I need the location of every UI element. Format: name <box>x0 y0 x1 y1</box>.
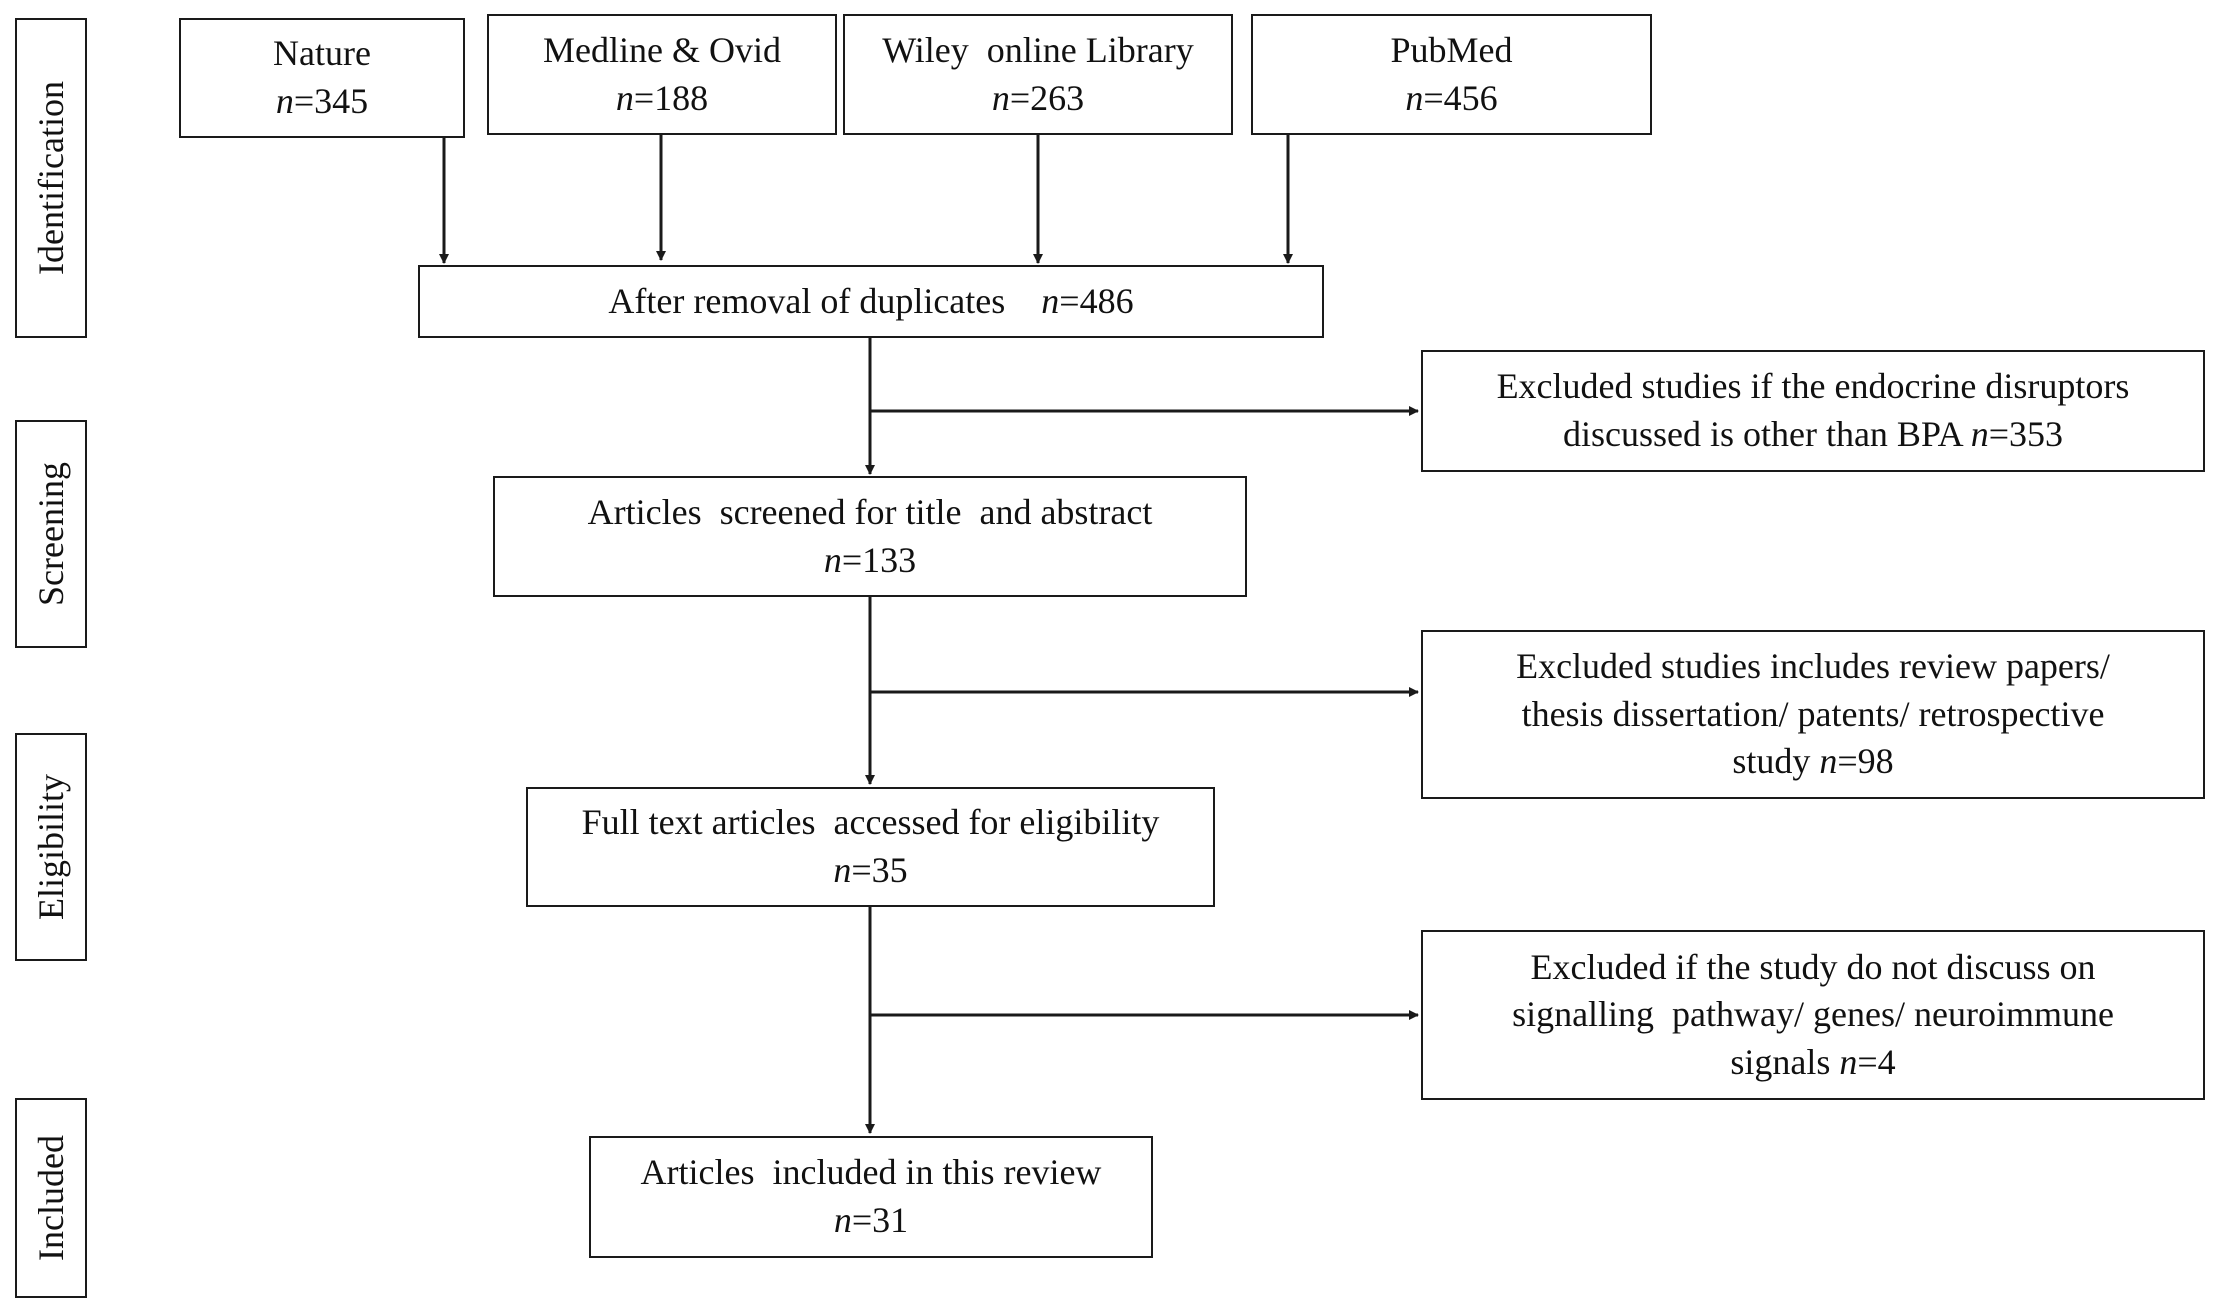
excluded-1-line2: discussed is other than BPA n=353 <box>1562 414 2063 454</box>
source-name: Nature <box>273 33 371 74</box>
excluded-2-line2: thesis dissertation/ patents/ retrospect… <box>1521 693 2105 734</box>
duplicates-text: After removal of duplicates n=486 <box>608 280 1134 321</box>
included-count: n=31 <box>833 1200 909 1240</box>
stage-screening-label: Screening <box>31 462 72 606</box>
source-wiley-box: Wiley online Library n=263 <box>843 14 1233 135</box>
source-name: Wiley online Library <box>882 29 1194 70</box>
source-medline-box: Medline & Ovid n=188 <box>487 14 837 135</box>
eligibility-box: Full text articles accessed for eligibil… <box>526 787 1215 907</box>
source-count: n=188 <box>615 77 709 118</box>
excluded-box-1: Excluded studies if the endocrine disrup… <box>1421 350 2205 472</box>
stage-included-label: Included <box>31 1135 72 1261</box>
stage-screening: Screening <box>15 420 87 648</box>
source-name: PubMed <box>1390 29 1513 70</box>
screened-count: n=133 <box>823 539 917 580</box>
source-name: Medline & Ovid <box>543 29 781 70</box>
eligibility-count: n=35 <box>833 850 908 890</box>
included-text: Articles included in this review <box>640 1152 1102 1193</box>
excluded-box-2: Excluded studies includes review papers/… <box>1421 630 2205 799</box>
excluded-2-line3: study n=98 <box>1732 741 1894 782</box>
excluded-2-line1: Excluded studies includes review papers/ <box>1516 646 2110 687</box>
excluded-3-line1: Excluded if the study do not discuss on <box>1530 946 2096 987</box>
stage-eligibility-label: Eligibility <box>31 773 72 921</box>
excluded-3-line3: signals n=4 <box>1730 1041 1896 1082</box>
source-pubmed-box: PubMed n=456 <box>1251 14 1652 135</box>
included-box: Articles included in this review n=31 <box>589 1136 1153 1258</box>
source-count: n=345 <box>275 81 369 121</box>
eligibility-text: Full text articles accessed for eligibil… <box>581 802 1160 843</box>
excluded-1-line1: Excluded studies if the endocrine disrup… <box>1496 366 2130 407</box>
excluded-box-3: Excluded if the study do not discuss on … <box>1421 930 2205 1100</box>
stage-eligibility: Eligibility <box>15 733 87 961</box>
stage-identification: Identification <box>15 18 87 338</box>
stage-included: Included <box>15 1098 87 1298</box>
source-count: n=263 <box>991 77 1085 118</box>
duplicates-box: After removal of duplicates n=486 <box>418 265 1324 338</box>
source-count: n=456 <box>1405 77 1498 118</box>
stage-identification-label: Identification <box>31 81 72 275</box>
screened-box: Articles screened for title and abstract… <box>493 476 1247 597</box>
screened-text: Articles screened for title and abstract <box>587 491 1153 532</box>
source-nature-box: Nature n=345 <box>179 18 465 138</box>
excluded-3-line2: signalling pathway/ genes/ neuroimmune <box>1512 994 2114 1035</box>
